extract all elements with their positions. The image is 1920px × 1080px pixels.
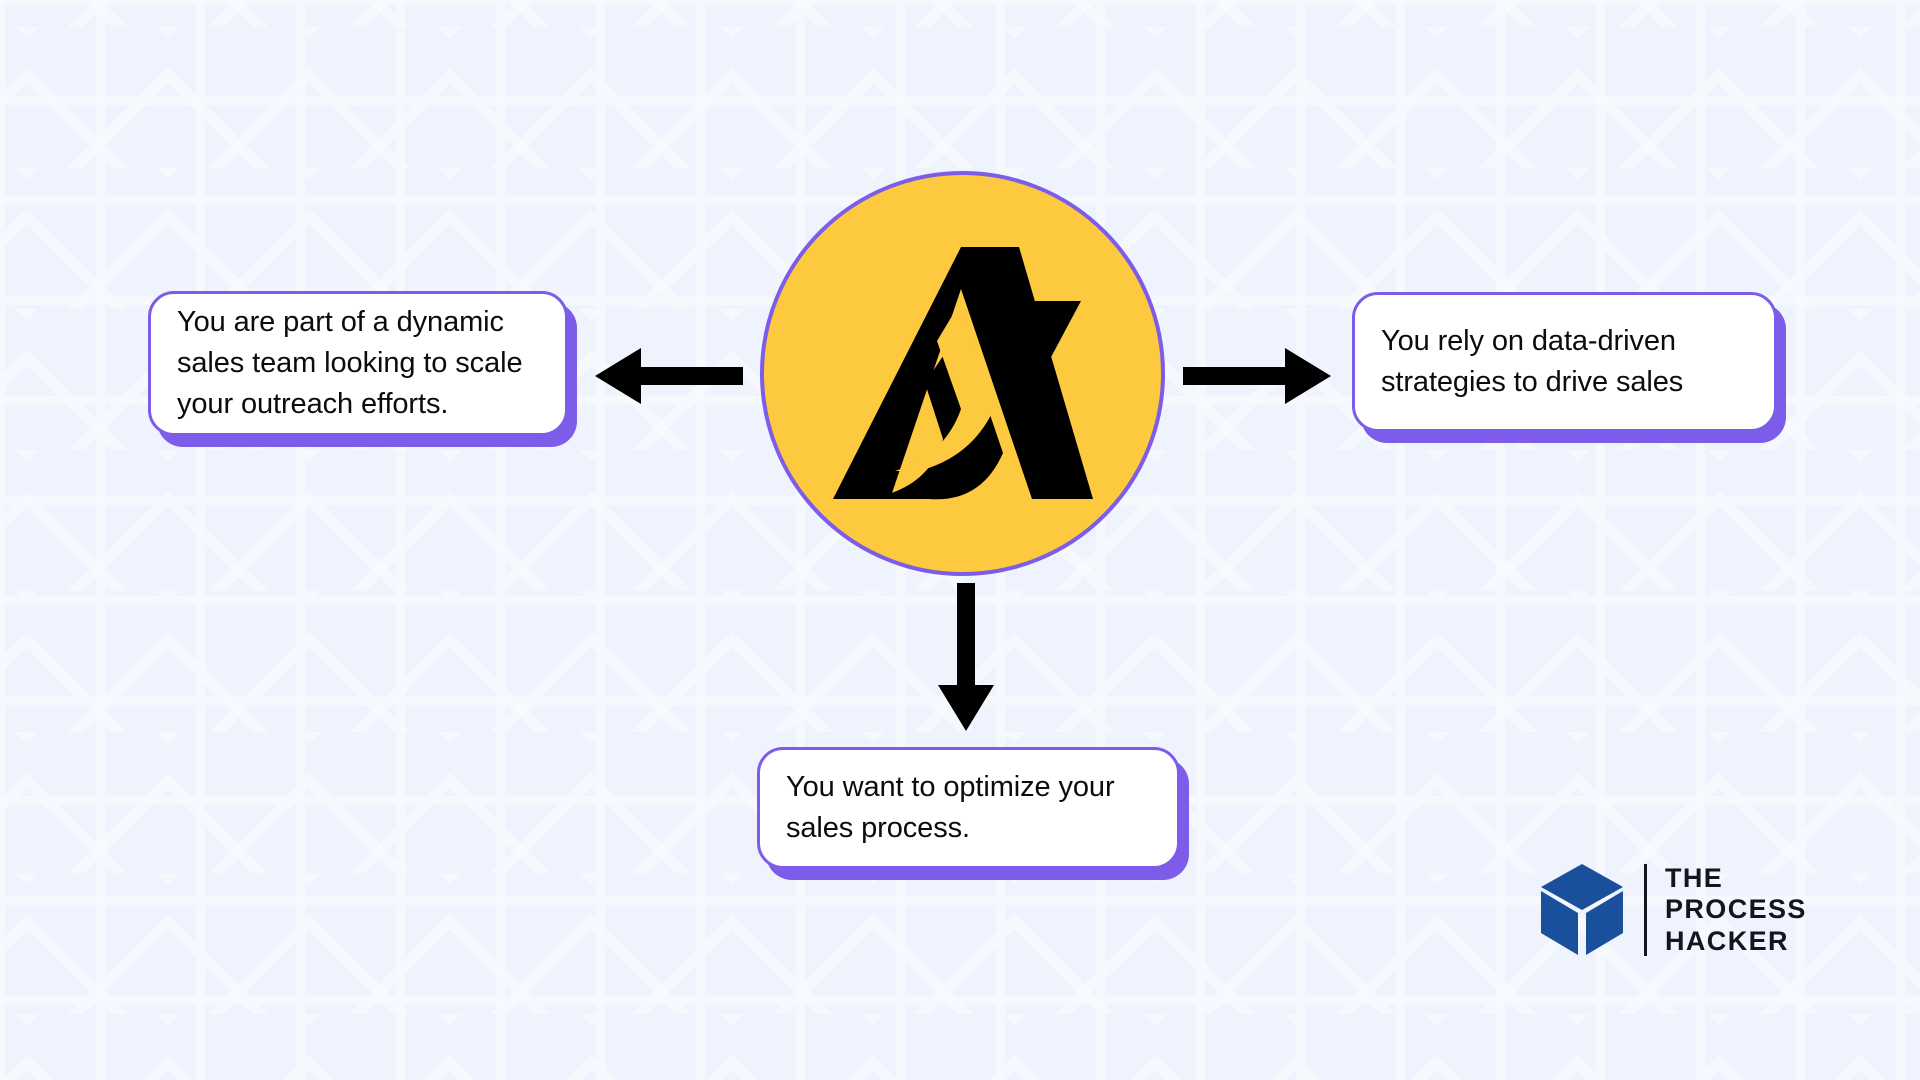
callout-left-text: You are part of a dynamic sales team loo… xyxy=(177,305,523,421)
arrow-left-icon xyxy=(595,348,743,404)
arrow-down-icon xyxy=(938,583,994,731)
brand-line-process: PROCESS xyxy=(1665,894,1807,925)
process-hacker-cube-logo-icon xyxy=(1541,864,1623,955)
callout-right-text: You rely on data-driven strategies to dr… xyxy=(1381,324,1684,398)
callout-box-bottom: You want to optimize your sales process. xyxy=(757,747,1180,869)
callout-bottom-text: You want to optimize your sales process. xyxy=(786,770,1115,844)
center-hub-circle xyxy=(760,171,1165,576)
brand-divider xyxy=(1644,863,1647,956)
brand-line-hacker: HACKER xyxy=(1665,925,1789,956)
callout-box-right: You rely on data-driven strategies to dr… xyxy=(1352,292,1777,432)
arrow-right-icon xyxy=(1183,348,1331,404)
brand-wordmark: THE PROCESS HACKER xyxy=(1665,864,1807,954)
brand-line-the: THE xyxy=(1665,863,1724,894)
brand-logo: THE PROCESS HACKER xyxy=(1538,862,1807,957)
callout-box-left: You are part of a dynamic sales team loo… xyxy=(148,291,568,436)
amplemarket-a-logo-icon xyxy=(832,247,1093,500)
